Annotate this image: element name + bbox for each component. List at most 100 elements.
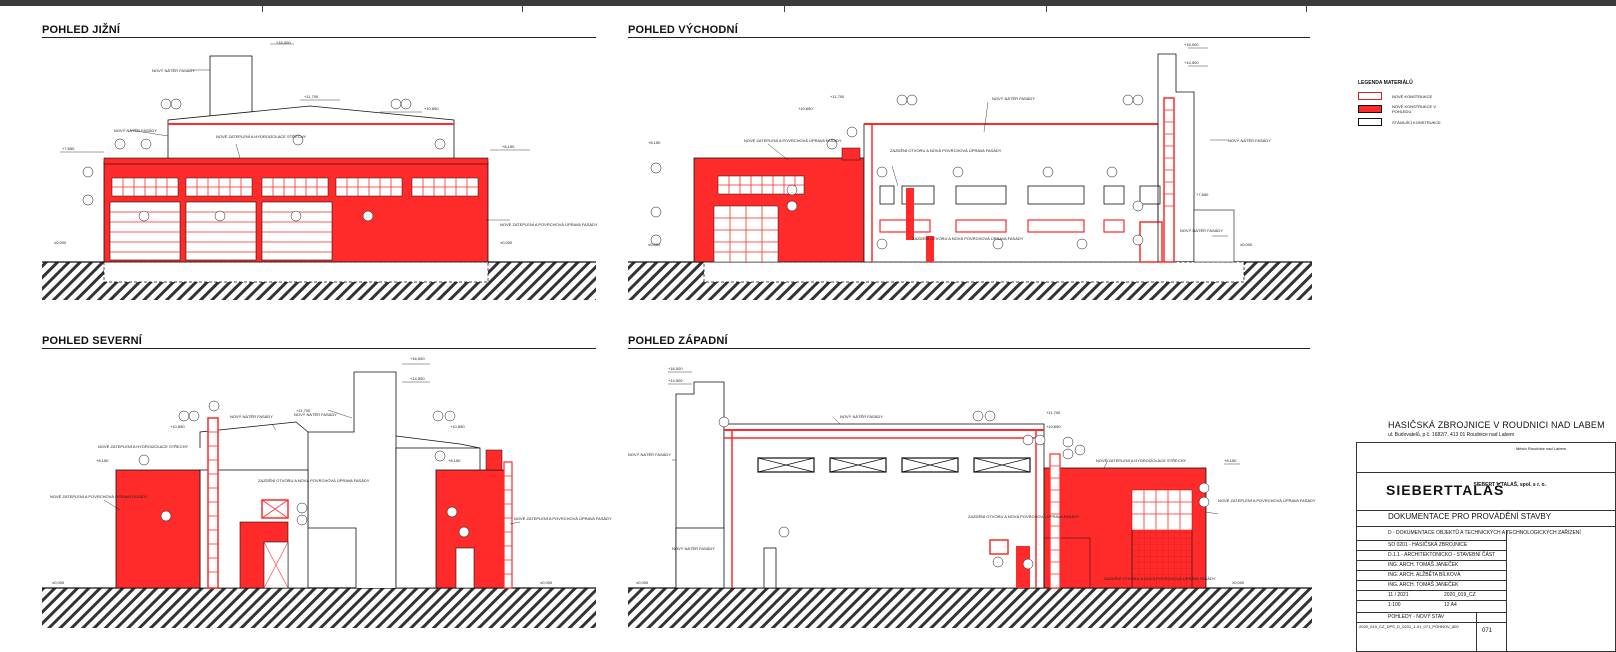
level-14: +14,500 bbox=[668, 378, 683, 383]
ground-hatch bbox=[42, 588, 596, 628]
annotation-new-insulation: NOVÉ ZATEPLENÍ A POVRCHOVÁ ÚPRAVA FASÁDY bbox=[744, 138, 842, 143]
doc-part: D - DOKUMENTACE OBJEKTŮ A TECHNICKÝCH A … bbox=[1388, 530, 1581, 536]
company-name: SIEBERT + TALAŠ, spol. s r. o. bbox=[1473, 482, 1546, 488]
annotation-new-insulation: NOVÉ ZATEPLENÍ A POVRCHOVÁ ÚPRAVA FASÁDY bbox=[1218, 498, 1316, 503]
company-logo: SIEBERTTALAŠ bbox=[1386, 482, 1505, 498]
annotation-roof-insulation: NOVÉ ZATEPLENÍ A HYDROIZOLACE STŘECHY bbox=[1096, 458, 1187, 463]
legend-item: NOVÉ KONSTRUKCE bbox=[1358, 92, 1478, 100]
project-title: HASIČSKÁ ZBROJNICE V ROUDNICI NAD LABEM bbox=[1388, 420, 1605, 430]
level-8: +8,150 bbox=[96, 458, 109, 463]
level-10: +10,650 bbox=[450, 424, 465, 429]
level-10: +10,650 bbox=[424, 106, 439, 111]
drawing-number: 071 bbox=[1482, 628, 1493, 634]
level-0: ±0,000 bbox=[540, 580, 553, 585]
level-11: +11,700 bbox=[1046, 410, 1061, 415]
level-16: +16,000 bbox=[276, 40, 291, 45]
annotation-new-paint: NOVÝ NÁTĚR FASÁDY bbox=[294, 412, 337, 417]
sheet-tick bbox=[262, 6, 263, 12]
project-address: ul. Budovatelů, p.č. 1682/7, 413 01 Roud… bbox=[1388, 432, 1515, 438]
tb-divider bbox=[1356, 560, 1506, 561]
view-title-underline bbox=[628, 37, 1310, 38]
view-title-west: POHLED ZÁPADNÍ bbox=[628, 335, 728, 347]
ground-hatch bbox=[628, 588, 1312, 628]
tb-divider bbox=[1356, 540, 1506, 541]
annotation-roof-insulation: NOVÉ ZATEPLENÍ A HYDROIZOLACE STŘECHY bbox=[98, 444, 189, 449]
level-14: +14,500 bbox=[1184, 60, 1199, 65]
job-number: 2020_019_CZ bbox=[1444, 592, 1476, 598]
legend-title: LEGENDA MATERIÁLŮ bbox=[1358, 80, 1413, 86]
elevation-north: NOVÝ NÁTĚR FASÁDY NOVÝ NÁTĚR FASÁDY NOVÉ… bbox=[42, 356, 612, 628]
material-legend: LEGENDA MATERIÁLŮ NOVÉ KONSTRUKCE NOVÉ K… bbox=[1358, 80, 1478, 130]
level-16: +16,000 bbox=[668, 366, 683, 371]
tb-divider bbox=[1356, 472, 1616, 473]
sheet-tick bbox=[784, 6, 785, 12]
annotation-new-paint: NOVÝ NÁTĚR FASÁDY bbox=[992, 96, 1035, 101]
level-0: ±0,000 bbox=[636, 580, 649, 585]
level-8: +8,150 bbox=[502, 144, 515, 149]
level-16: +16,000 bbox=[1184, 42, 1199, 47]
tb-number-box bbox=[1476, 612, 1507, 652]
view-title-underline bbox=[42, 37, 596, 38]
tb-divider bbox=[1356, 570, 1506, 571]
sheet-top-border bbox=[0, 0, 1616, 6]
annotation-bricked-opening: ZAZDĚNÍ OTVORU A NOVÁ POVRCHOVÁ ÚPRAVA F… bbox=[912, 236, 1024, 241]
annotation-bricked-opening: ZAZDĚNÍ OTVORU A NOVÁ POVRCHOVÁ ÚPRAVA F… bbox=[258, 478, 370, 483]
level-14: +14,500 bbox=[410, 376, 425, 381]
legend-item: NOVÉ KONSTRUKCE V POHLEDU bbox=[1358, 104, 1478, 114]
view-title-east: POHLED VÝCHODNÍ bbox=[628, 24, 738, 36]
legend-swatch bbox=[1358, 92, 1382, 100]
tb-divider bbox=[1356, 550, 1506, 551]
level-10: +10,650 bbox=[1046, 424, 1061, 429]
level-11: +11,700 bbox=[304, 94, 319, 99]
legend-label: NOVÉ KONSTRUKCE bbox=[1392, 93, 1433, 99]
legend-item: STÁVAJÍCÍ KONSTRUKCE bbox=[1358, 118, 1478, 126]
level-10: +10,650 bbox=[170, 424, 185, 429]
annotation-new-paint: NOVÝ NÁTĚR FASÁDY bbox=[1228, 138, 1271, 143]
subpart-name: D.1.1 - ARCHITEKTONICKO - STAVEBNÍ ČÁST bbox=[1388, 552, 1496, 558]
annotation-bricked-opening: ZAZDĚNÍ OTVORU A NOVÁ POVRCHOVÁ ÚPRAVA F… bbox=[1104, 576, 1216, 581]
legend-label: NOVÉ KONSTRUKCE V POHLEDU bbox=[1392, 104, 1437, 114]
drawing-name: POHLEDY - NOVÝ STAV bbox=[1388, 614, 1445, 620]
elevation-east: NOVÝ NÁTĚR FASÁDY NOVÉ ZATEPLENÍ A POVRC… bbox=[628, 42, 1312, 300]
elevation-west: NOVÝ NÁTĚR FASÁDY NOVÝ NÁTĚR FASÁDY NOVÝ… bbox=[628, 366, 1316, 628]
level-10: +10,650 bbox=[798, 106, 813, 111]
tb-divider bbox=[1356, 612, 1506, 613]
level-0: ±0,000 bbox=[54, 240, 67, 245]
tb-divider bbox=[1356, 600, 1506, 601]
sheet-tick bbox=[522, 6, 523, 12]
level-8: +8,150 bbox=[448, 458, 461, 463]
annotation-new-paint: NOVÝ NÁTĚR FASÁDY bbox=[230, 414, 273, 419]
annotation-bricked-opening: ZAZDĚNÍ OTVORU A NOVÁ POVRCHOVÁ ÚPRAVA F… bbox=[890, 148, 1002, 153]
checked-by: ING. ARCH. TOMÁŠ JANEČEK bbox=[1388, 582, 1459, 588]
legend-swatch bbox=[1358, 105, 1382, 113]
legend-label: STÁVAJÍCÍ KONSTRUKCE bbox=[1392, 119, 1441, 125]
tb-divider bbox=[1356, 622, 1506, 623]
chief-architect: ING. ARCH. TOMÁŠ JANEČEK bbox=[1388, 562, 1459, 568]
view-title-south: POHLED JIŽNÍ bbox=[42, 24, 121, 36]
level-16: +16,000 bbox=[410, 356, 425, 361]
date: 11 / 2021 bbox=[1388, 592, 1409, 598]
file-name: 2020_019_CZ_DPS_D_0201_1-01_071_POHNOV_8… bbox=[1359, 624, 1459, 629]
level-8: +8,150 bbox=[1224, 458, 1237, 463]
level-0: ±0,000 bbox=[52, 580, 65, 585]
annotation-new-insulation: NOVÉ ZATEPLENÍ A POVRCHOVÁ ÚPRAVA FASÁDY bbox=[514, 516, 612, 521]
level-0: ±0,000 bbox=[1240, 242, 1253, 247]
annotation-new-paint: NOVÝ NÁTĚR FASÁDY bbox=[672, 546, 715, 551]
title-block: HASIČSKÁ ZBROJNICE V ROUDNICI NAD LABEM … bbox=[1356, 420, 1616, 652]
view-title-underline bbox=[42, 348, 596, 349]
tb-divider bbox=[1356, 580, 1506, 581]
sheet-tick bbox=[1046, 6, 1047, 12]
view-title-underline bbox=[628, 348, 1310, 349]
object-name: SO 0201 - HASIČSKÁ ZBROJNICE bbox=[1388, 542, 1468, 548]
legend-swatch bbox=[1358, 118, 1382, 126]
annotation-bricked-opening: ZAZDĚNÍ OTVORU A NOVÁ POVRCHOVÁ ÚPRAVA F… bbox=[968, 514, 1080, 519]
level-7: +7,650 bbox=[1196, 192, 1209, 197]
level-0: ±0,000 bbox=[500, 240, 513, 245]
tb-divider bbox=[1356, 590, 1506, 591]
level-0: ±0,000 bbox=[1232, 580, 1245, 585]
annotation-new-insulation: NOVÉ ZATEPLENÍ A POVRCHOVÁ ÚPRAVA FASÁDY bbox=[50, 494, 148, 499]
view-title-north: POHLED SEVERNÍ bbox=[42, 335, 142, 347]
tb-divider bbox=[1356, 526, 1616, 527]
level-11: +11,700 bbox=[296, 408, 311, 413]
annotation-new-paint: NOVÝ NÁTĚR FASÁDY bbox=[152, 68, 195, 73]
